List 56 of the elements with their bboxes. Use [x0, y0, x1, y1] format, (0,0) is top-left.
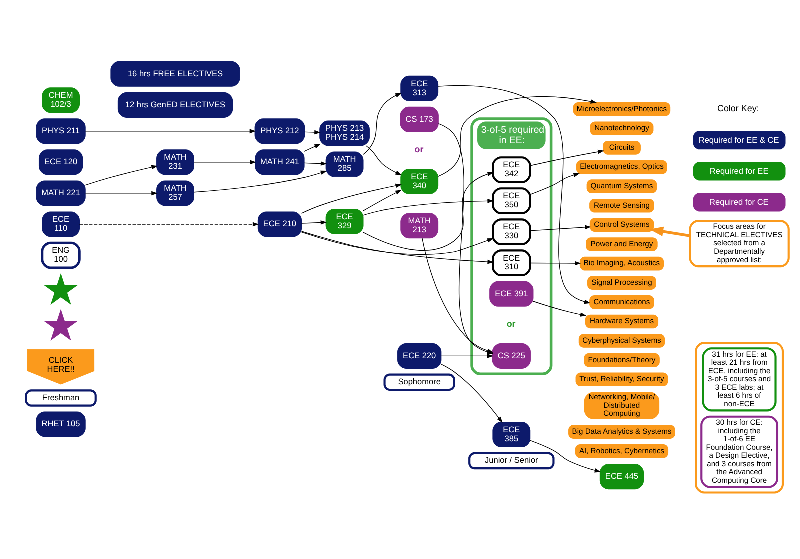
arrow [301, 183, 402, 214]
node-box: 30 hrs for CE: including the 1-of-6 EE Foundation Course, a Design Elective, and 3 courses from the Advanced Computing Core [700, 415, 779, 488]
arrow [441, 354, 494, 358]
label: or [506, 318, 516, 328]
node-box: Cyberphysical Systems [578, 334, 666, 348]
arrow [85, 164, 158, 186]
arrow [304, 130, 321, 134]
label: Color Key: [717, 103, 760, 114]
arrow [79, 222, 260, 226]
arrow [304, 161, 328, 166]
arrow [650, 226, 690, 237]
arrow [194, 160, 256, 164]
arrow [301, 232, 494, 254]
node-box: Quantum Systems [586, 179, 658, 193]
node-box: Bio Imaging, Acoustics [580, 256, 664, 270]
node-box: Big Data Analytics & Systems [568, 424, 676, 438]
node-box: Remote Sensing [590, 198, 654, 212]
arrow [363, 198, 494, 216]
node-box: Microelectronics/Photonics [573, 102, 671, 116]
node-box: Focus areas for TECHNICAL ELECTIVES selected from a Departmentally approved list: [689, 220, 790, 268]
node-star [44, 308, 78, 340]
node-box: AI, Robotics, Cybernetics [575, 444, 669, 458]
arrow [530, 260, 582, 266]
arrow [530, 224, 592, 231]
node-box: Signal Processing [588, 276, 656, 290]
arrow [530, 172, 580, 195]
node-star [44, 272, 78, 305]
node-box: Hardware Systems [585, 314, 659, 328]
node-box: Trust, Reliability, Security [576, 372, 668, 386]
node-box: Power and Energy [586, 237, 658, 251]
arrow [85, 190, 158, 196]
arrow [366, 145, 402, 176]
arrow [85, 128, 256, 134]
node-box: Control Systems [590, 218, 654, 232]
node-box: 31 hrs for EE: at least 21 hrs from ECE, including the 3-of-5 courses and 3 ECE labs; at least 6 hrs of non-ECE [702, 347, 777, 412]
node-box: Networking, Mobile/ Distributed Computing [584, 392, 660, 419]
arrow [363, 92, 402, 154]
node-box: Electromagnetics, Optics [576, 160, 668, 174]
arrow [304, 144, 321, 152]
arrow [530, 149, 604, 166]
arrow [530, 440, 602, 472]
arrow [438, 84, 591, 304]
node-box: Nanotechnology [590, 121, 654, 136]
label: or [414, 144, 424, 154]
arrow [194, 170, 328, 192]
arrow [363, 172, 494, 250]
arrow [363, 190, 402, 211]
node-box: Communications [590, 295, 654, 309]
arrow [533, 300, 587, 316]
node-box: Foundations/Theory [584, 352, 660, 367]
arrow [422, 238, 494, 352]
arrow [441, 364, 503, 423]
arrow [438, 96, 598, 176]
node-box: Circuits [603, 140, 641, 154]
arrow [301, 220, 328, 224]
arrow [301, 230, 494, 264]
